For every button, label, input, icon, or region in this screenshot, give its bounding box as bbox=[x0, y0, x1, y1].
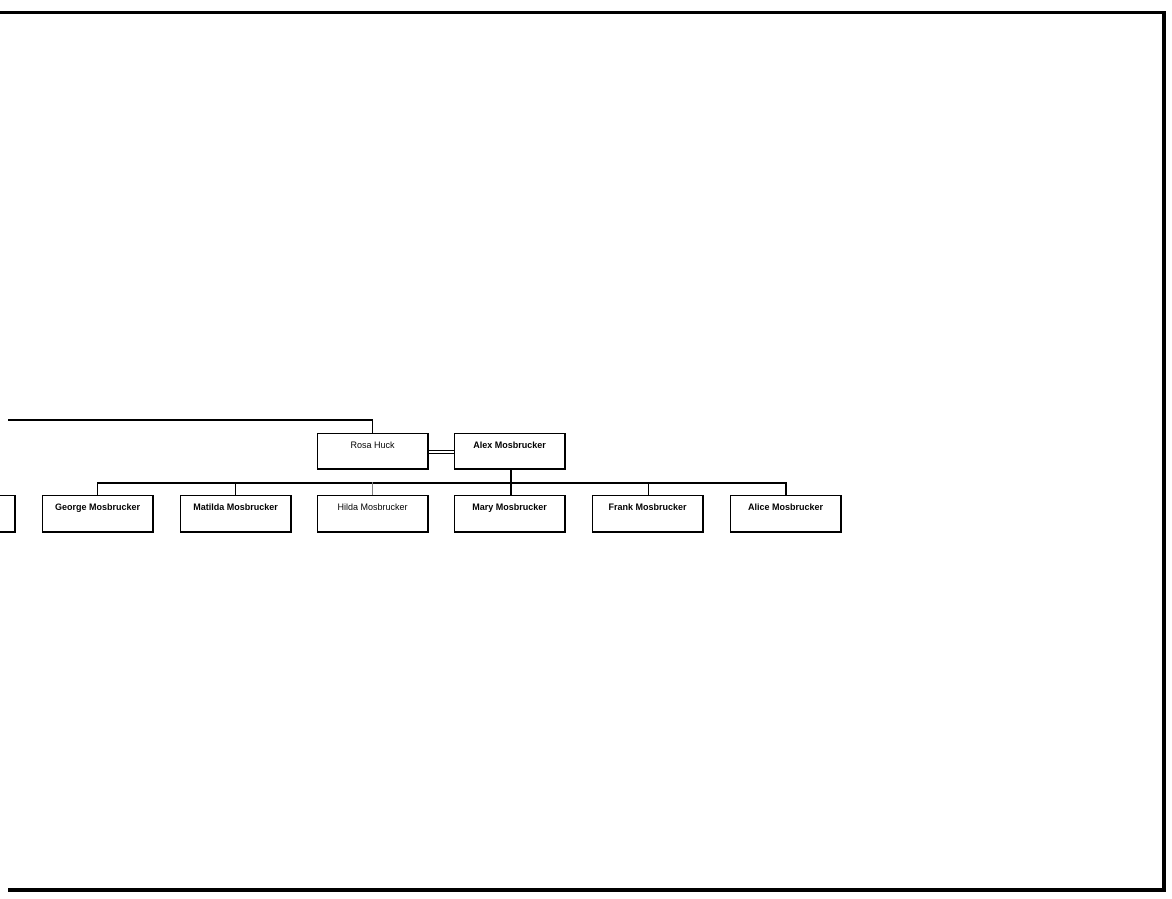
person-name: Matilda Mosbrucker bbox=[193, 502, 278, 512]
person-box-george-mosbrucker[interactable]: George Mosbrucker bbox=[42, 495, 154, 533]
ancestor-connector-horizontal bbox=[8, 419, 373, 421]
person-name: Rosa Huck bbox=[350, 440, 395, 450]
sibling-connector bbox=[97, 482, 787, 484]
child-drop bbox=[510, 482, 512, 496]
person-name: Hilda Mosbrucker bbox=[337, 502, 408, 512]
person-name: Alex Mosbrucker bbox=[473, 440, 546, 450]
page-border-bottom bbox=[8, 888, 1166, 892]
child-drop bbox=[97, 482, 98, 496]
person-box-alex-mosbrucker[interactable]: Alex Mosbrucker bbox=[454, 433, 566, 470]
ancestor-connector-vertical bbox=[372, 419, 373, 434]
person-box-alice-mosbrucker[interactable]: Alice Mosbrucker bbox=[730, 495, 842, 533]
person-name: George Mosbrucker bbox=[54, 502, 141, 512]
person-name: Alice Mosbrucker bbox=[747, 502, 824, 512]
person-box-matilda-mosbrucker[interactable]: Matilda Mosbrucker bbox=[180, 495, 292, 533]
person-box-rosa-huck[interactable]: Rosa Huck bbox=[317, 433, 429, 470]
child-drop bbox=[372, 482, 373, 496]
person-box-mary-mosbrucker[interactable]: Mary Mosbrucker bbox=[454, 495, 566, 533]
person-name: Mary Mosbrucker bbox=[472, 502, 547, 512]
person-name: Frank Mosbrucker bbox=[608, 502, 687, 512]
descent-connector bbox=[510, 469, 512, 483]
marriage-connector bbox=[428, 450, 454, 454]
person-box-frank-mosbrucker[interactable]: Frank Mosbrucker bbox=[592, 495, 704, 533]
page-border-right bbox=[1162, 11, 1166, 891]
child-drop bbox=[785, 482, 787, 496]
person-box-offscreen[interactable] bbox=[0, 495, 16, 533]
child-drop bbox=[648, 482, 649, 496]
child-drop bbox=[235, 482, 236, 496]
page-border-top bbox=[0, 11, 1166, 14]
person-box-hilda-mosbrucker[interactable]: Hilda Mosbrucker bbox=[317, 495, 429, 533]
